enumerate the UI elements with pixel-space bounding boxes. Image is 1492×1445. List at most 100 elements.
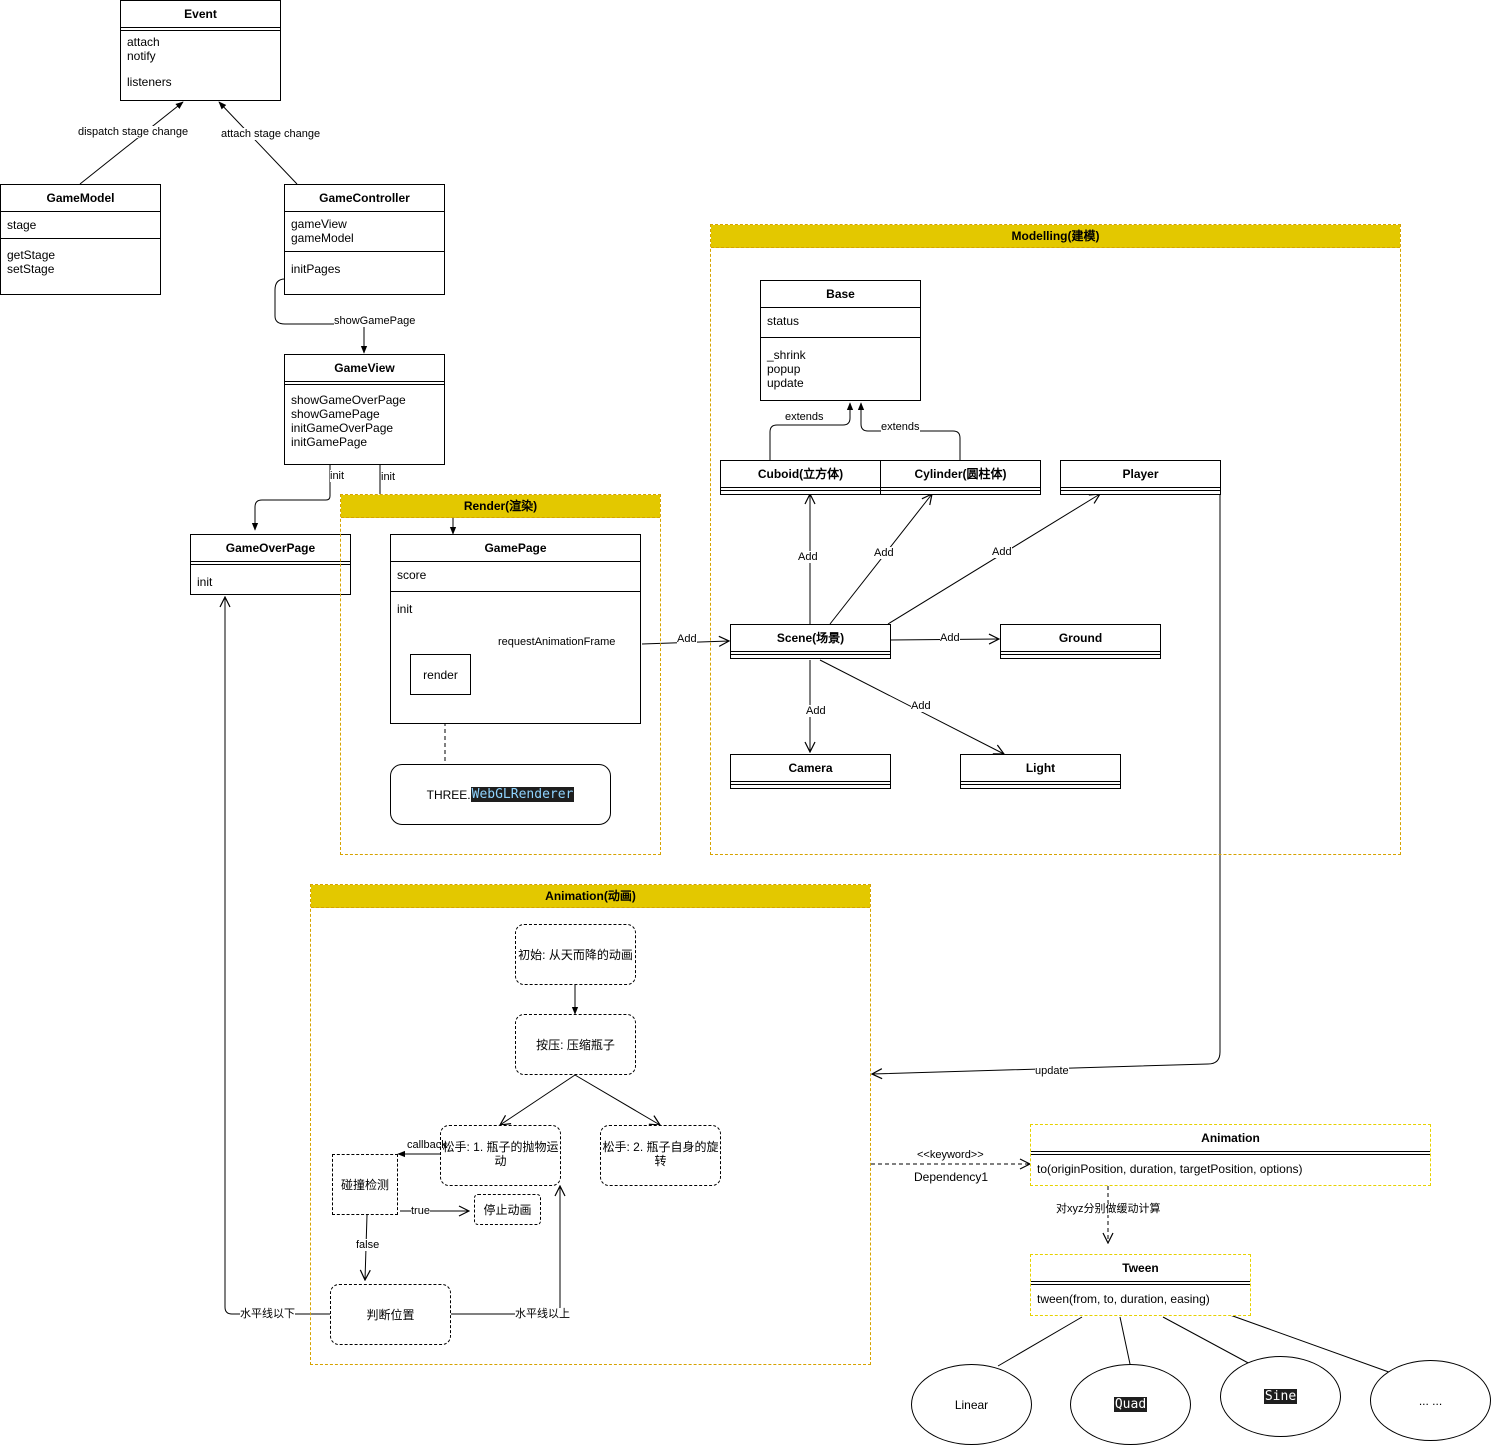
divider xyxy=(1031,1151,1430,1155)
event-method: notify xyxy=(127,49,156,63)
cuboid-title: Cuboid(立方体) xyxy=(757,467,844,481)
render-frame: Render(渲染) xyxy=(340,494,661,855)
cuboid-class: Cuboid(立方体) xyxy=(720,460,881,495)
divider xyxy=(1031,1281,1250,1285)
dispatch-label: dispatch stage change xyxy=(78,126,189,138)
base-method: update xyxy=(767,376,804,390)
game-view-method: initGamePage xyxy=(291,435,368,449)
judge-step: 判断位置 xyxy=(330,1284,451,1345)
game-view-title: GameView xyxy=(334,361,395,375)
light-title: Light xyxy=(1025,761,1056,775)
game-over-page-class: GameOverPage init xyxy=(190,534,351,595)
render-label: render xyxy=(423,667,458,682)
update-label: update xyxy=(1035,1065,1069,1077)
divider xyxy=(961,781,1120,785)
cylinder-class: Cylinder(圆柱体) xyxy=(880,460,1041,495)
easing-quad: Quad xyxy=(1070,1364,1191,1445)
game-controller-method: initPages xyxy=(291,262,341,276)
anim-initial-label: 初始: 从天而降的动画 xyxy=(518,947,633,962)
add-label: Add xyxy=(940,632,960,644)
camera-class: Camera xyxy=(730,754,891,789)
press-release1 xyxy=(500,1074,576,1125)
below-edge xyxy=(225,597,330,1315)
anim-release2-label: 松手: 2. 瓶子自身的旋转 xyxy=(602,1140,719,1168)
judge-label: 判断位置 xyxy=(366,1307,415,1322)
stop-label: 停止动画 xyxy=(483,1202,532,1217)
callback-label: callback xyxy=(407,1139,447,1151)
game-model-title: GameModel xyxy=(46,191,115,205)
ground-title: Ground xyxy=(1058,631,1103,645)
divider xyxy=(731,651,890,655)
anim-initial-step: 初始: 从天而降的动画 xyxy=(515,924,636,985)
init-label: init xyxy=(330,470,345,482)
base-class: Base status _shrink popup update xyxy=(760,280,921,401)
collision-step: 碰撞检测 xyxy=(332,1154,398,1215)
stop-step: 停止动画 xyxy=(474,1194,541,1225)
game-model-method: setStage xyxy=(7,262,55,276)
add-label: Add xyxy=(806,705,826,717)
tween-class: Tween tween(from, to, duration, easing) xyxy=(1030,1254,1251,1316)
render-frame-title: Render(渲染) xyxy=(341,495,660,518)
game-view-method: showGamePage xyxy=(291,407,380,421)
game-model-class: GameModel stage getStage setStage xyxy=(0,184,161,295)
base-field: status xyxy=(767,314,800,328)
attach-label: attach stage change xyxy=(221,128,321,140)
game-controller-title: GameController xyxy=(319,191,410,205)
attach-edge xyxy=(218,101,298,185)
anim-press-label: 按压: 压缩瓶子 xyxy=(536,1037,615,1052)
divider xyxy=(191,561,350,565)
request-anim-frame-label: requestAnimationFrame xyxy=(498,636,616,648)
base-title: Base xyxy=(826,287,855,301)
add-label: Add xyxy=(992,546,1012,558)
init-label: init xyxy=(381,471,396,483)
camera-title: Camera xyxy=(788,761,833,775)
easing-linear-label: Linear xyxy=(954,1397,989,1412)
add-label: Add xyxy=(798,551,818,563)
player-class: Player xyxy=(1060,460,1221,495)
game-model-method: getStage xyxy=(7,248,56,262)
add-label: Add xyxy=(874,547,894,559)
modelling-frame-title: Modelling(建模) xyxy=(711,225,1400,248)
base-method: popup xyxy=(767,362,801,376)
collision-label: 碰撞检测 xyxy=(340,1177,389,1192)
easing-linear: Linear xyxy=(911,1364,1032,1445)
light-class: Light xyxy=(960,754,1121,789)
anim-press-step: 按压: 压缩瓶子 xyxy=(515,1014,636,1075)
tween-sine xyxy=(1162,1316,1253,1366)
divider xyxy=(121,27,280,31)
cylinder-title: Cylinder(圆柱体) xyxy=(914,467,1007,481)
tween-class-method: tween(from, to, duration, easing) xyxy=(1037,1292,1210,1306)
easing-sine-label: Sine xyxy=(1263,1389,1298,1404)
easing-more: ... ... xyxy=(1370,1360,1491,1441)
game-page-class: GamePage score init xyxy=(390,534,641,724)
scene-title: Scene(场景) xyxy=(776,631,845,645)
divider xyxy=(881,487,1040,491)
game-over-page-title: GameOverPage xyxy=(225,541,316,555)
below-horizon-label: 水平线以下 xyxy=(240,1308,295,1320)
tween-linear xyxy=(997,1316,1083,1367)
three-prefix: THREE. xyxy=(426,787,471,802)
divider xyxy=(731,781,890,785)
game-page-field: score xyxy=(397,568,427,582)
cuboid-extends xyxy=(769,402,854,460)
add-label: Add xyxy=(911,700,931,712)
divider xyxy=(721,487,880,491)
event-method: attach xyxy=(127,35,160,49)
divider xyxy=(1061,487,1220,491)
anim-release2-step: 松手: 2. 瓶子自身的旋转 xyxy=(600,1125,721,1186)
base-method: _shrink xyxy=(767,348,806,362)
game-controller-field: gameView xyxy=(291,217,347,231)
extends-label: extends xyxy=(785,411,824,423)
event-title: Event xyxy=(184,7,217,21)
divider xyxy=(1001,651,1160,655)
show-game-page-edge xyxy=(274,278,368,354)
animation-frame-title: Animation(动画) xyxy=(311,885,870,908)
player-title: Player xyxy=(1122,467,1159,481)
tween-more xyxy=(1229,1314,1401,1377)
press-release2 xyxy=(574,1074,660,1125)
true-label: true xyxy=(411,1205,430,1217)
anim-release1-label: 松手: 1. 瓶子的抛物运动 xyxy=(442,1140,559,1168)
game-controller-field: gameModel xyxy=(291,231,354,245)
game-page-title: GamePage xyxy=(484,541,547,555)
show-game-page-label: showGamePage xyxy=(334,315,416,327)
